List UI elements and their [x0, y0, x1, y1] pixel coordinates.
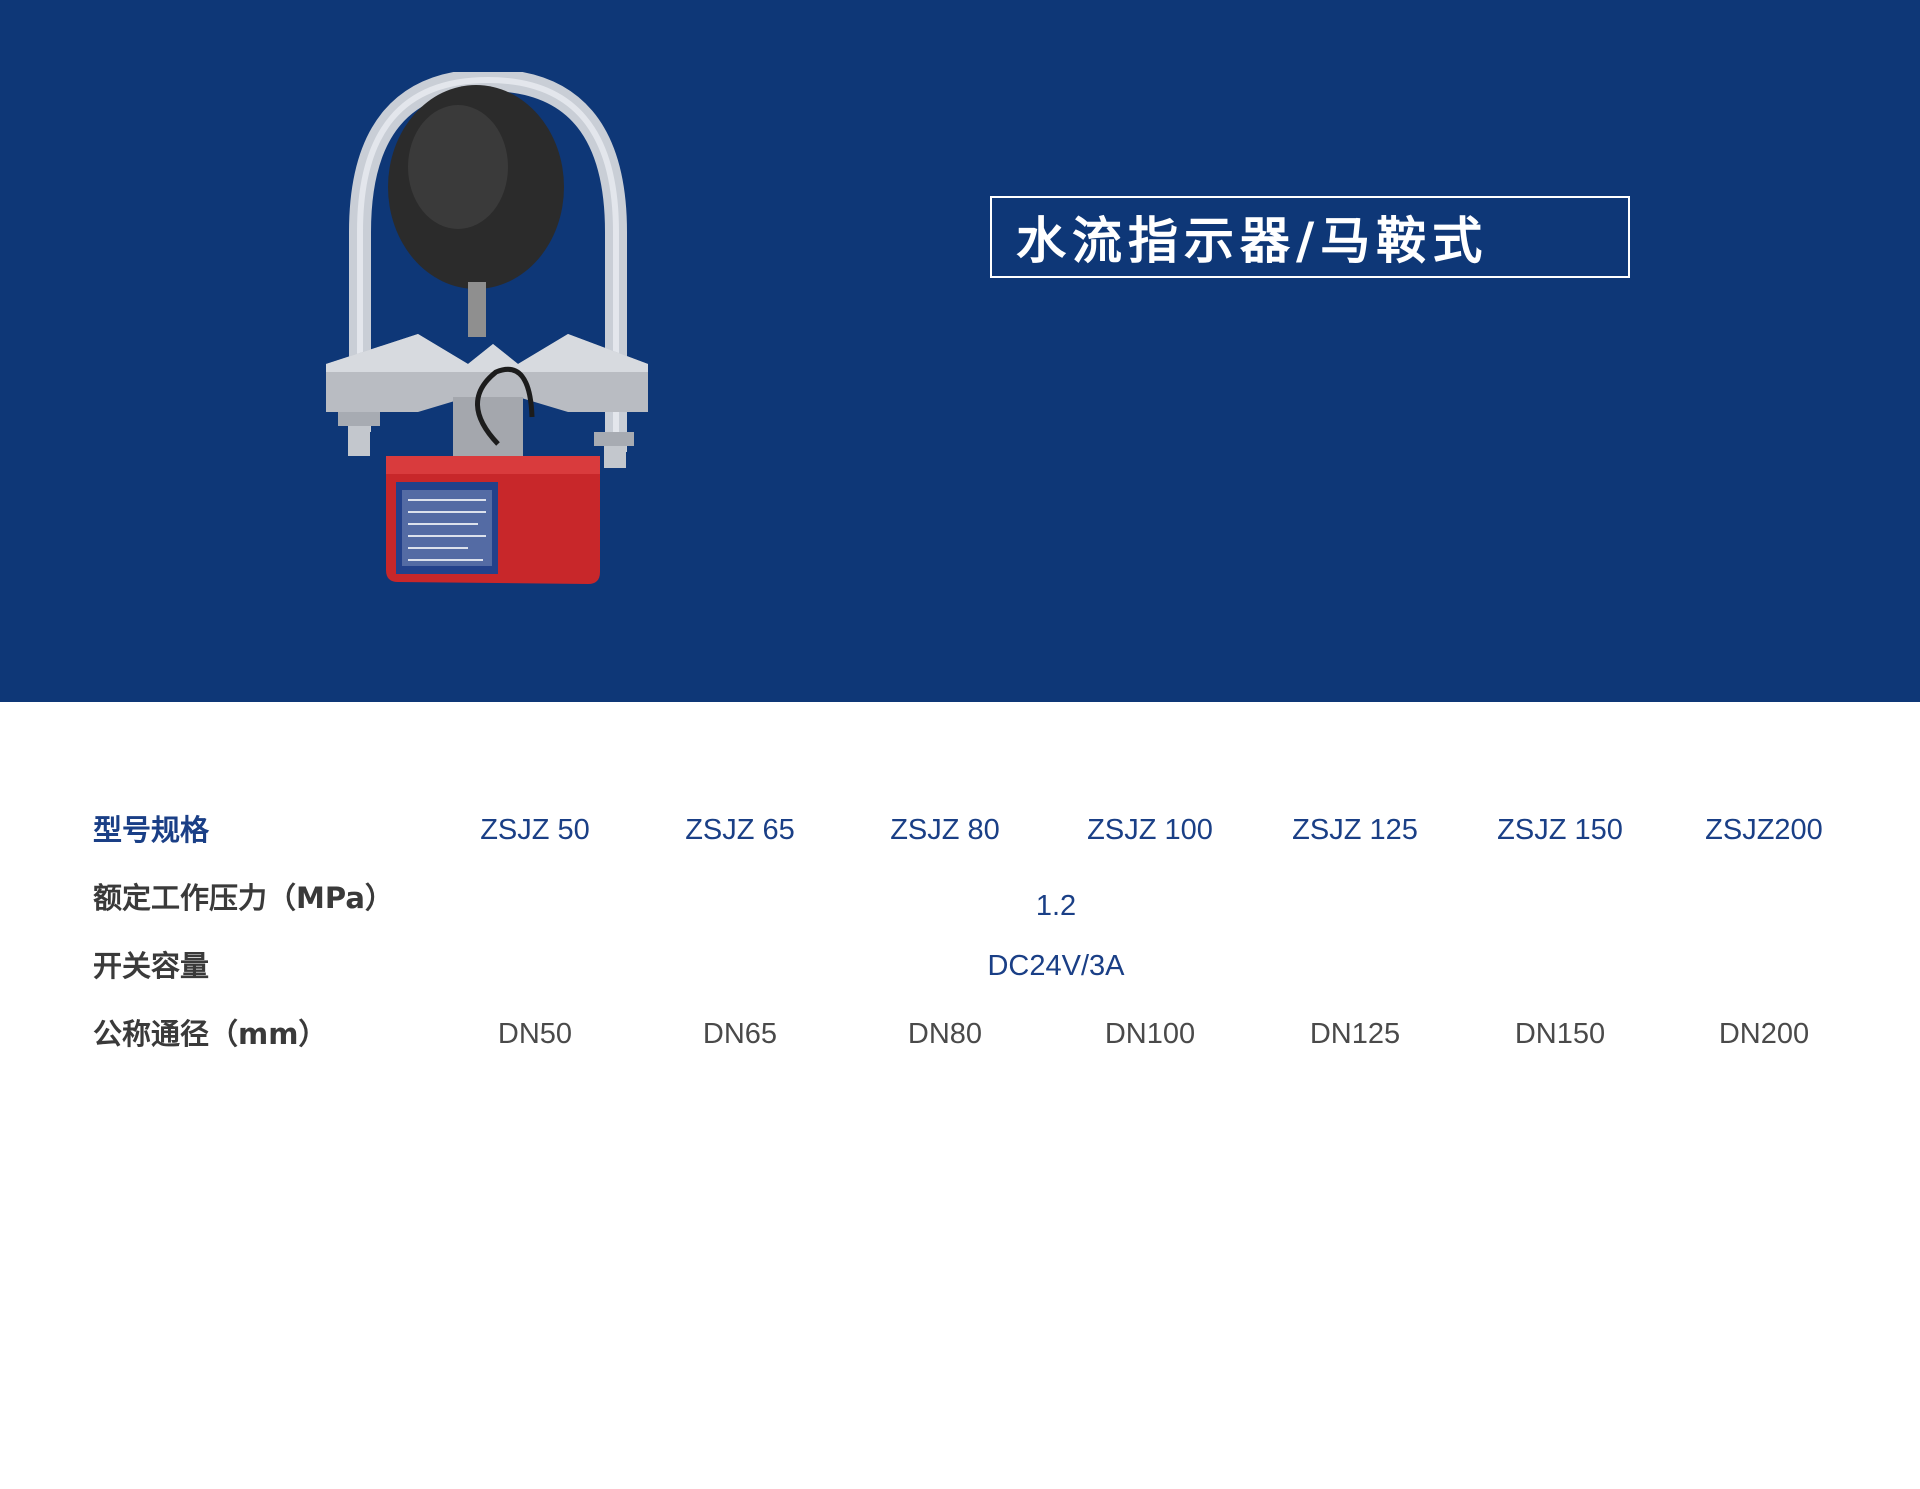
model-cell: ZSJZ 125 — [1292, 814, 1418, 846]
model-cell: ZSJZ 150 — [1497, 814, 1623, 846]
spec-label-diameter: 公称通径（mm） — [93, 1017, 328, 1051]
diameter-cell: DN100 — [1104, 1018, 1196, 1050]
model-cell: ZSJZ 100 — [1087, 814, 1213, 846]
diameter-cell: DN80 — [907, 1018, 983, 1050]
model-cell: ZSJZ200 — [1705, 814, 1823, 846]
product-image — [326, 72, 648, 584]
spec-row-model: 型号规格 ZSJZ 50 ZSJZ 65 ZSJZ 80 ZSJZ 100 ZS… — [0, 805, 1920, 855]
switch-value: DC24V/3A — [987, 950, 1125, 982]
model-cell: ZSJZ 50 — [480, 814, 590, 846]
diameter-cell: DN150 — [1514, 1018, 1606, 1050]
product-title-box: 水流指示器/马鞍式 — [990, 196, 1630, 278]
header-banner: 水流指示器/马鞍式 — [0, 0, 1920, 702]
diameter-cell: DN200 — [1718, 1018, 1810, 1050]
model-cell: ZSJZ 65 — [685, 814, 795, 846]
spec-row-switch: 开关容量 DC24V/3A — [0, 941, 1920, 991]
diameter-cell: DN50 — [497, 1018, 573, 1050]
spec-label-switch: 开关容量 — [93, 949, 210, 983]
product-title: 水流指示器/马鞍式 — [1016, 212, 1489, 270]
model-cell: ZSJZ 80 — [890, 814, 1000, 846]
spec-row-pressure: 额定工作压力（MPa） 1.2 — [0, 873, 1920, 923]
pressure-value: 1.2 — [1035, 890, 1077, 922]
spec-label-model: 型号规格 — [93, 813, 210, 847]
spec-row-diameter: 公称通径（mm） DN50 DN65 DN80 DN100 DN125 DN15… — [0, 1009, 1920, 1059]
diameter-cell: DN65 — [702, 1018, 778, 1050]
diameter-cell: DN125 — [1309, 1018, 1401, 1050]
spec-label-pressure: 额定工作压力（MPa） — [93, 881, 394, 915]
